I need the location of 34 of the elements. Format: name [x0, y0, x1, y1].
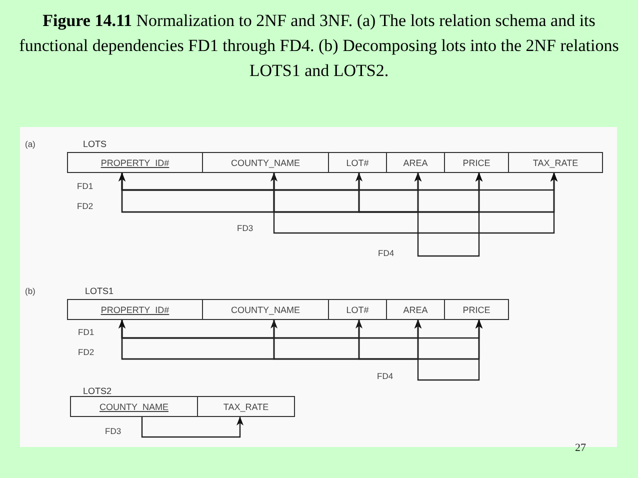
edge-label: FD3: [105, 426, 122, 436]
edge-label: FD4: [378, 248, 394, 258]
attribute-cell: AREA: [386, 299, 445, 320]
edge-label: FD1: [77, 181, 94, 191]
attribute-cell: AREA: [386, 152, 445, 173]
edge-label: FD4: [377, 371, 394, 381]
attribute-cell: COUNTY_NAME: [202, 299, 329, 320]
edge-label: FD1: [78, 327, 94, 337]
dependency-arrow: [118, 320, 360, 360]
edge-label: FD2: [78, 347, 94, 357]
attribute-cell: TAX_RATE: [508, 152, 603, 173]
attribute-cell: PRICE: [444, 152, 509, 173]
dependency-arrow: [417, 320, 482, 381]
dependency-arrow: [118, 172, 360, 213]
edge-label: FD3: [237, 223, 254, 233]
attribute-cell: COUNTY_NAME: [202, 152, 329, 173]
attribute-cell: PRICE: [444, 299, 509, 320]
edge-label: FD2: [77, 201, 94, 211]
dependency-arrow: [417, 172, 482, 257]
figure-title: Figure 14.11 Normalization to 2NF and 3NF. (a) The lots relation schema and its functional dependencies FD1 through FD4. (b) Decomposing lots into the 2NF relations LOTS1 and LOTS2.: [18, 10, 620, 82]
part-label: (b): [25, 286, 36, 296]
attribute-cell: LOT#: [328, 152, 387, 173]
attribute-cell: PROPERTY_ID#: [67, 152, 203, 173]
attribute-cell: TAX_RATE: [197, 396, 295, 417]
page-number: 27: [575, 443, 586, 453]
dependency-arrow: [273, 172, 558, 234]
attribute-cell: PROPERTY_ID#: [67, 299, 203, 320]
dependency-arrow: [141, 416, 244, 438]
attribute-cell: COUNTY_NAME: [70, 396, 198, 417]
relation-name: LOTS1: [85, 286, 114, 297]
attribute-cell: LOT#: [328, 299, 387, 320]
part-label: (a): [25, 139, 36, 149]
relation-name: LOTS2: [83, 386, 112, 397]
relation-name: LOTS: [83, 139, 107, 150]
